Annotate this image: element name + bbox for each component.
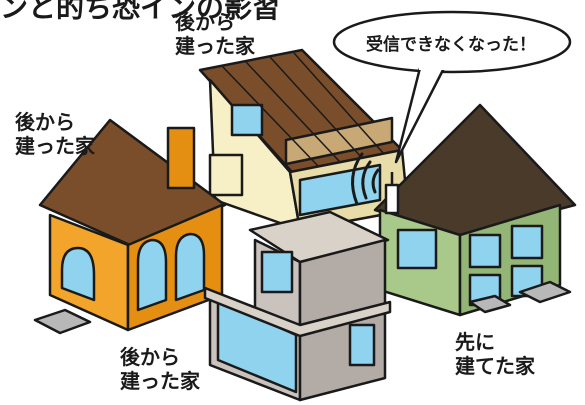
speech-bubble — [332, 10, 572, 164]
label-house-top: 後から 建った家 — [175, 10, 255, 58]
label-house-right: 先に 建てた家 — [455, 330, 535, 378]
house-top — [198, 48, 410, 232]
antenna-icon — [384, 172, 400, 215]
house-right — [373, 103, 577, 317]
title-text: ンと的ち恐インの影習 — [0, 0, 281, 24]
speech-bubble-text: 受信できなくなった！ — [366, 35, 536, 55]
house-left — [33, 118, 227, 335]
signal-waves-icon — [351, 152, 380, 206]
label-house-bottom: 後から 建った家 — [120, 345, 200, 393]
label-house-left: 後から 建った家 — [15, 110, 95, 158]
house-bottom — [203, 210, 392, 402]
